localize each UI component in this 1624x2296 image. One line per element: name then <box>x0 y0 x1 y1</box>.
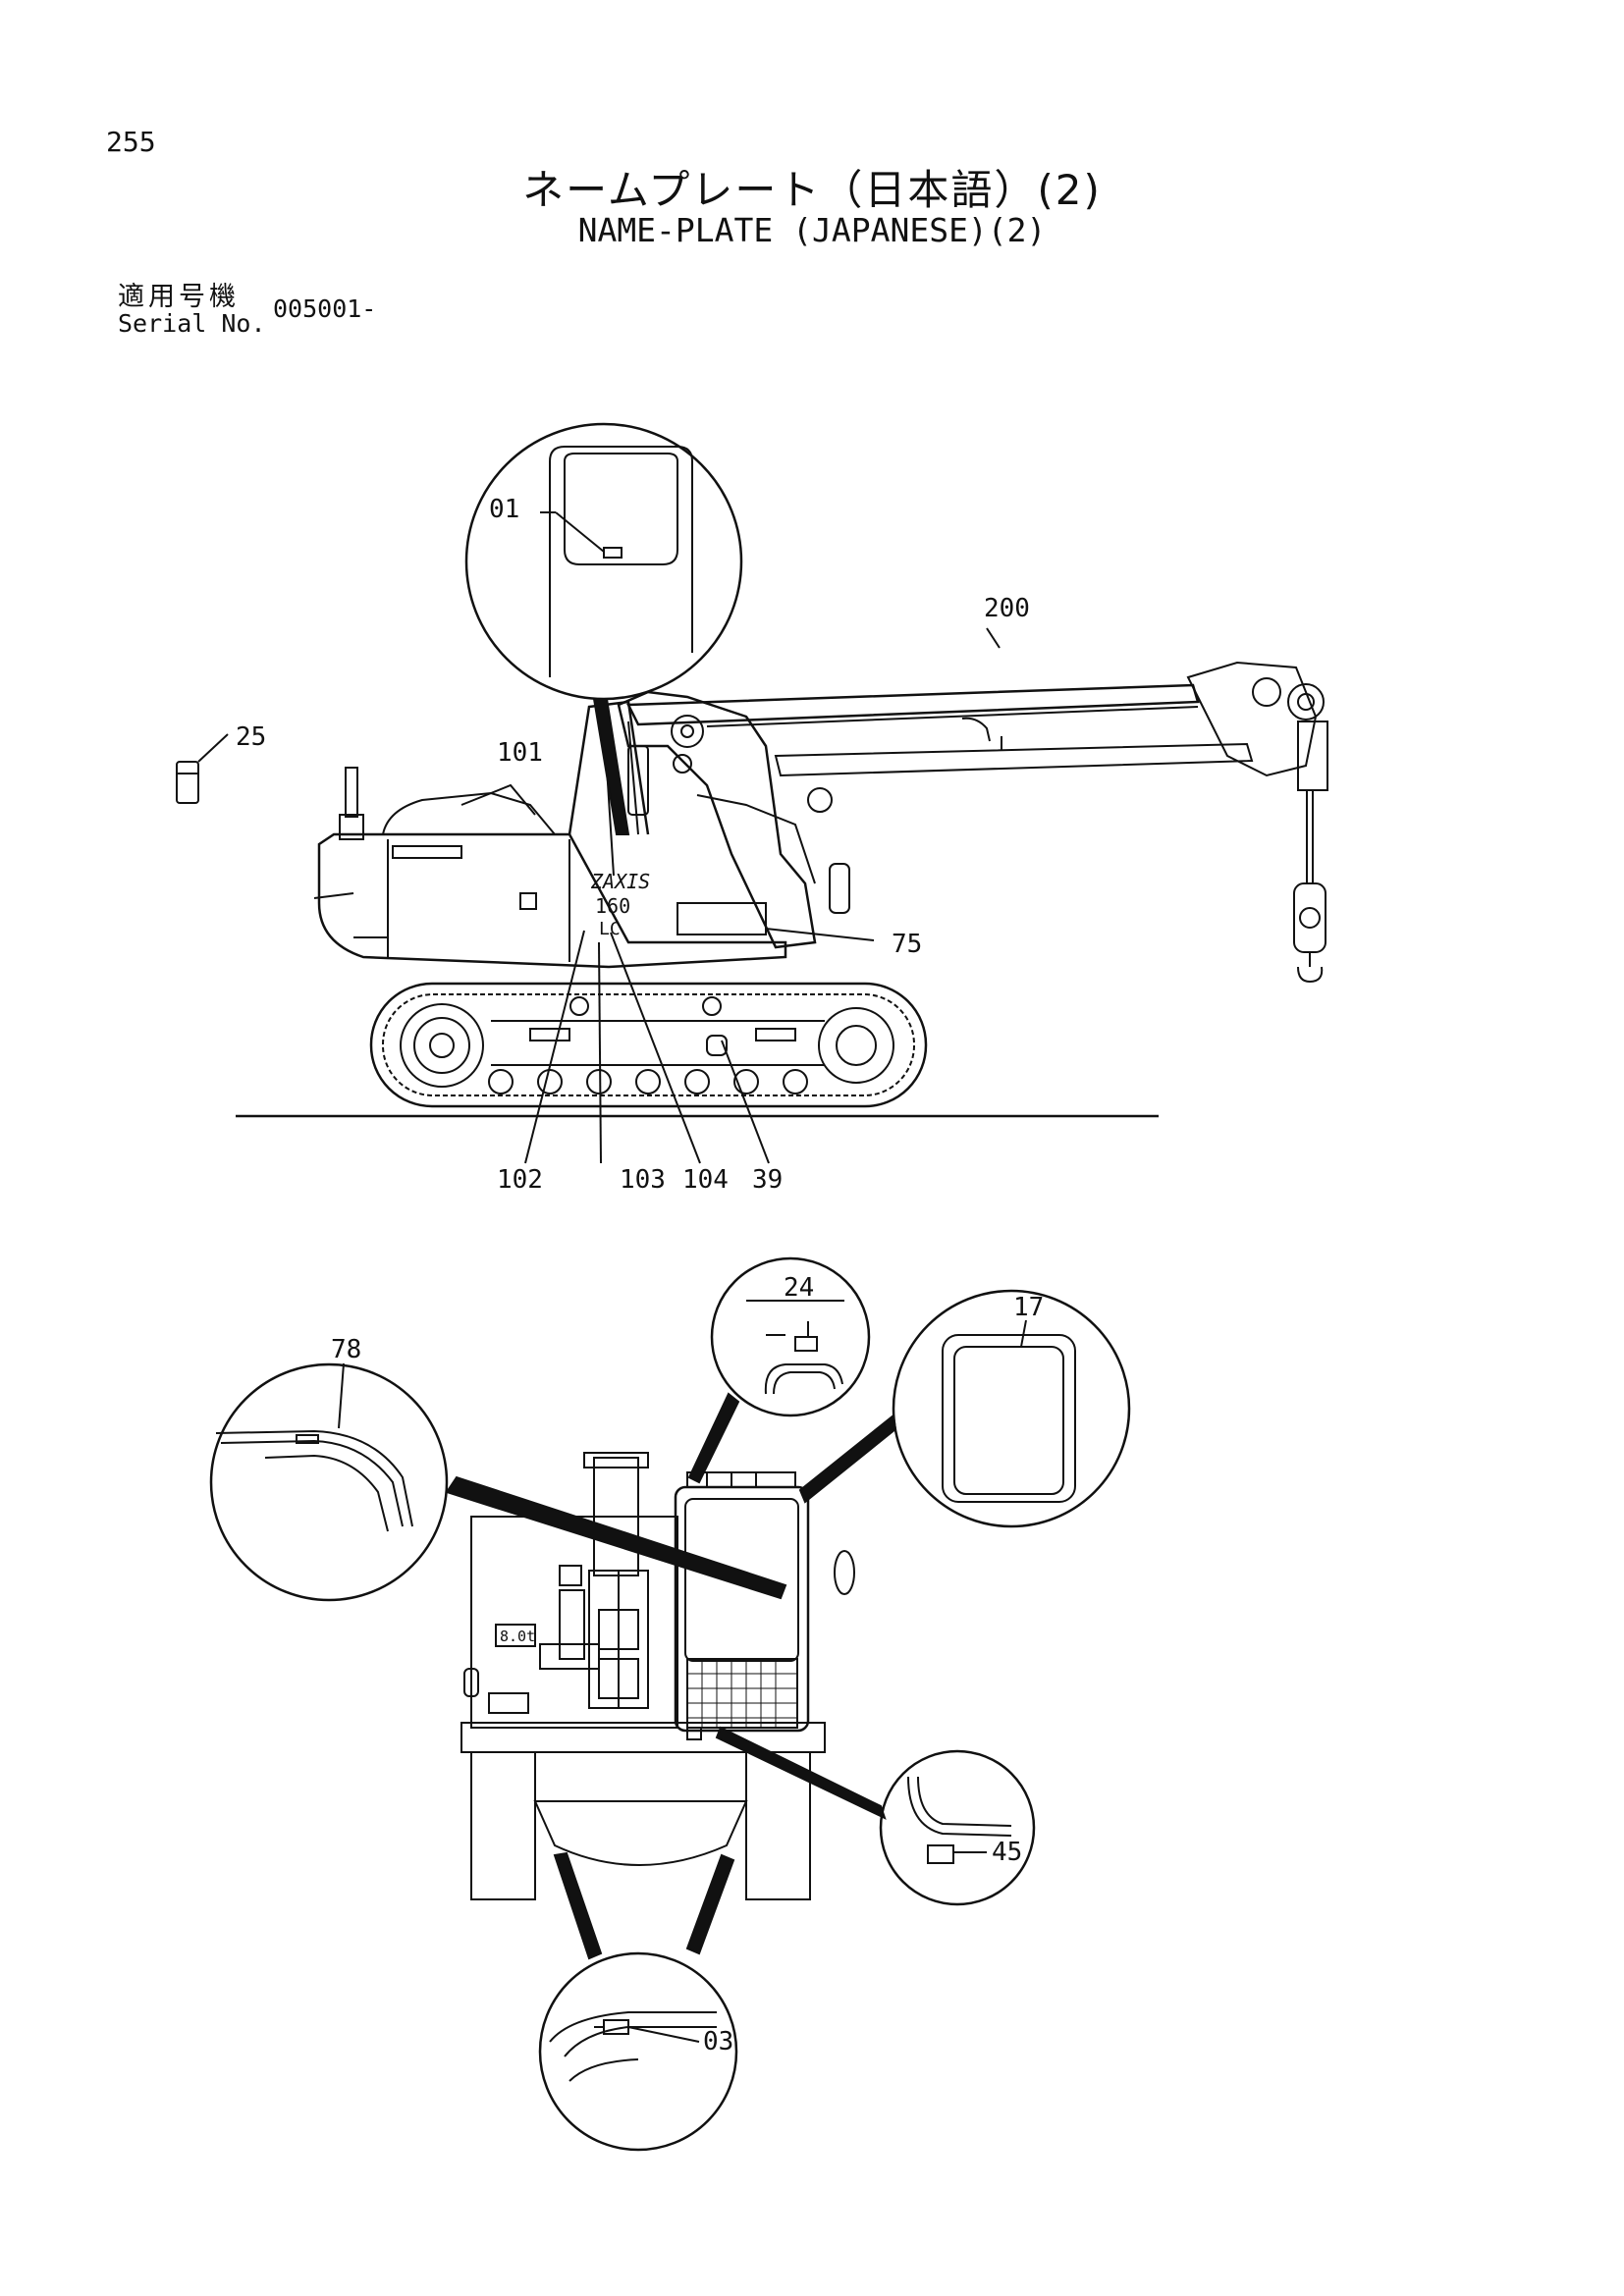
detail-circle-45 <box>715 1726 1036 1906</box>
callout-103: 103 <box>620 1165 666 1195</box>
callout-01: 01 <box>489 495 519 524</box>
detail-circle-17 <box>798 1289 1131 1528</box>
detail-circle-24 <box>687 1256 871 1484</box>
callout-75: 75 <box>892 930 922 959</box>
callout-39: 39 <box>752 1165 783 1195</box>
side-light <box>829 863 850 914</box>
title-english: NAME-PLATE (JAPANESE)(2) <box>577 211 1047 249</box>
callout-200: 200 <box>984 594 1030 623</box>
upper-body <box>313 767 787 969</box>
side-view-leaders <box>524 627 1001 1164</box>
part-25-plate <box>176 733 229 804</box>
rear-view: 8.0t <box>209 1256 1131 2152</box>
frame <box>460 1722 826 1753</box>
callout-104: 104 <box>682 1165 729 1195</box>
detail-circle-01 <box>464 422 743 835</box>
rear-lamp <box>463 1668 479 1697</box>
side-view: ZAXIS 160 LC <box>176 422 1328 1164</box>
title-japanese: ネームプレート（日本語）(2) <box>522 166 1102 214</box>
model-number-text: 160 <box>595 894 630 918</box>
cab-grid <box>674 1471 855 1740</box>
serial-value: 005001- <box>273 294 377 323</box>
detail-circle-03 <box>538 1851 738 2152</box>
left-track <box>470 1751 536 1900</box>
crawler-track <box>369 982 928 1108</box>
callout-102: 102 <box>497 1165 543 1195</box>
telescopic-boom <box>626 683 1254 777</box>
rear-label <box>539 1643 600 1670</box>
nameplate-75 <box>677 902 767 935</box>
callout-03: 03 <box>703 2027 733 2056</box>
serial-label-english: Serial No. <box>118 309 266 338</box>
cab <box>568 700 650 835</box>
boom-base <box>617 690 833 949</box>
weight-plate-box <box>495 1624 536 1647</box>
callout-78: 78 <box>331 1335 361 1364</box>
weight-plate-text: 8.0t <box>500 1628 535 1645</box>
callout-24: 24 <box>784 1273 814 1303</box>
callout-45: 45 <box>992 1838 1022 1867</box>
boom-mast <box>559 1452 649 1709</box>
undercarriage <box>533 1800 748 1866</box>
model-brand-text: ZAXIS <box>590 870 650 893</box>
page-number: 255 <box>106 126 156 158</box>
rear-lights <box>488 1692 529 1714</box>
serial-label-japanese: 適用号機 <box>118 282 240 312</box>
boom-head-hook <box>1186 661 1328 984</box>
callout-101: 101 <box>497 738 543 768</box>
detail-circle-78 <box>209 1362 787 1602</box>
callout-17: 17 <box>1013 1293 1044 1322</box>
callout-25: 25 <box>236 722 266 752</box>
model-suffix-text: LC <box>599 919 621 939</box>
